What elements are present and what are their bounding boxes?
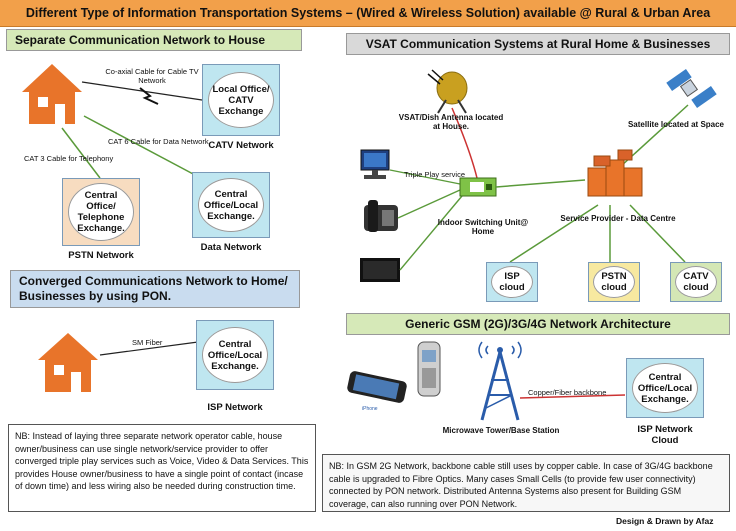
tower-icon xyxy=(478,341,522,421)
switch-label: Indoor Switching Unit@ Home xyxy=(437,218,529,236)
iphone-label: iPhone xyxy=(362,406,378,412)
section-converged-title: Converged Communications Network to Home… xyxy=(10,270,300,308)
cat6-label: CAT 6 Cable for Data Network xyxy=(108,137,209,146)
catv-cloud-text: Local Office/ CATV Exchange xyxy=(208,72,274,128)
catv-cloud-text: CATV cloud xyxy=(675,266,717,298)
catv-cloud: CATV cloud xyxy=(670,262,722,302)
data-centre-icon xyxy=(587,149,643,197)
house-icon-1 xyxy=(22,64,82,124)
data-cloud-text: Central Office/Local Exchange. xyxy=(198,178,264,232)
sm-fiber-link xyxy=(99,341,199,356)
cat3-label: CAT 3 Cable for Telephony xyxy=(24,154,114,163)
pstn-exchange-cloud: Central Office/ Telephone Exchange. xyxy=(62,178,140,246)
credit-text: Design & Drawn by Afaz xyxy=(616,516,714,526)
coax-bolt xyxy=(139,87,159,105)
backbone-label: Copper/Fiber backbone xyxy=(528,388,607,397)
dish-antenna-icon xyxy=(427,69,468,114)
sm-fiber-label: SM Fiber xyxy=(132,338,163,347)
mobile-phone-icon xyxy=(417,341,441,397)
triple-play-label: Triple Play service xyxy=(404,170,465,179)
data-caption: Data Network xyxy=(200,242,262,253)
tower-label: Microwave Tower/Base Station xyxy=(442,426,560,435)
gsm-caption: ISP Network Cloud xyxy=(637,424,693,446)
provider-label: Service Provider - Data Centre xyxy=(560,214,676,223)
converged-note: NB: Instead of laying three separate net… xyxy=(8,424,316,512)
gsm-exchange-cloud: Central Office/Local Exchange. xyxy=(626,358,704,418)
gsm-note: NB: In GSM 2G Network, backbone cable st… xyxy=(322,454,730,512)
isp-link xyxy=(509,204,599,263)
converged-caption: ISP Network xyxy=(207,402,263,413)
converged-exchange-cloud: Central Office/Local Exchange. xyxy=(196,320,274,390)
satellite-icon xyxy=(666,69,717,108)
gsm-cloud-text: Central Office/Local Exchange. xyxy=(632,363,698,413)
computer-icon xyxy=(360,149,390,179)
catv-caption: CATV Network xyxy=(208,140,274,151)
house-icon-2 xyxy=(38,333,98,392)
pstn-cloud: PSTN cloud xyxy=(588,262,640,302)
cat3-link xyxy=(61,127,101,179)
section-vsat-title: VSAT Communication Systems at Rural Home… xyxy=(346,33,730,55)
coax-label: Co-axial Cable for Cable TV Network xyxy=(105,67,199,85)
pstn-cloud-text: PSTN cloud xyxy=(593,266,635,298)
converged-cloud-text: Central Office/Local Exchange. xyxy=(202,327,268,383)
phone-link xyxy=(397,189,461,219)
section-gsm-title: Generic GSM (2G)/3G/4G Network Architect… xyxy=(346,313,730,335)
pc-link xyxy=(389,169,461,185)
television-icon xyxy=(360,258,400,282)
pstn-caption: PSTN Network xyxy=(68,250,134,261)
switching-unit-icon xyxy=(459,177,497,197)
isp-cloud-text: ISP cloud xyxy=(491,266,533,298)
banner-title: Different Type of Information Transporta… xyxy=(0,0,736,27)
section-separate-title: Separate Communication Network to House xyxy=(6,29,302,51)
smartphone-icon xyxy=(347,371,407,403)
tv-link xyxy=(399,195,463,271)
coax-link xyxy=(81,81,203,101)
satellite-label: Satellite located at Space xyxy=(627,120,725,129)
antenna-label: VSAT/Dish Antenna located at House. xyxy=(398,113,504,131)
catv-exchange-cloud: Local Office/ CATV Exchange xyxy=(202,64,280,136)
pstn-cloud-text: Central Office/ Telephone Exchange. xyxy=(68,183,134,241)
isp-cloud: ISP cloud xyxy=(486,262,538,302)
telephone-icon xyxy=(364,200,398,232)
data-exchange-cloud: Central Office/Local Exchange. xyxy=(192,172,270,238)
cat6-link xyxy=(83,115,196,176)
backbone-link xyxy=(519,394,626,399)
switch-provider-link xyxy=(495,179,586,188)
antenna-link xyxy=(451,107,478,179)
catv-link xyxy=(629,204,686,263)
